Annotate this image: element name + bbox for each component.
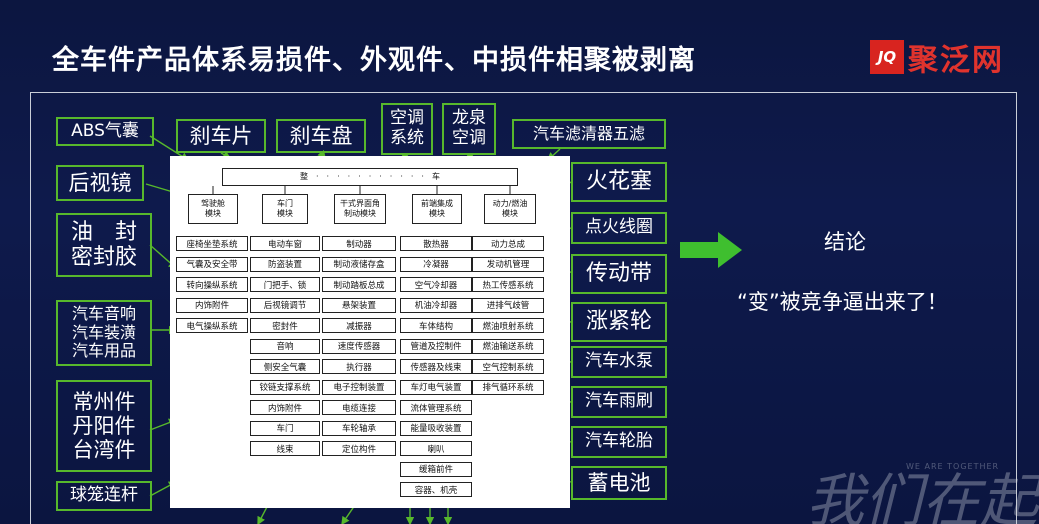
right-box-wiper: 汽车雨刷 <box>571 386 667 418</box>
module-item: 防盗装置 <box>250 256 320 272</box>
module-item: 密封件 <box>250 318 320 333</box>
module-item: 进排气歧管 <box>472 297 544 313</box>
module-item: 减振器 <box>322 318 396 333</box>
module-item: 音响 <box>250 338 320 354</box>
module-item: 后视镜调节 <box>250 297 320 313</box>
module-item: 速度传感器 <box>322 338 396 354</box>
module-header: 前端集成模块 <box>412 194 462 224</box>
top-box-filter: 汽车滤清器五滤 <box>512 119 666 149</box>
module-header: 干式界面角制动模块 <box>334 194 386 224</box>
module-item: 动力总成 <box>472 236 544 251</box>
conclusion-label: 结论 <box>824 230 866 254</box>
right-box-pump: 汽车水泵 <box>571 346 667 378</box>
module-item: 门把手、锁 <box>250 277 320 292</box>
module-item: 定位构件 <box>322 441 396 456</box>
right-box-tensioner: 涨紧轮 <box>571 302 667 342</box>
module-item: 座椅坐垫系统 <box>176 236 248 251</box>
module-item: 散热器 <box>400 236 472 251</box>
module-item: 悬架装置 <box>322 297 396 313</box>
module-item: 缓箱前件 <box>400 461 472 477</box>
module-item: 车轮轴承 <box>322 420 396 436</box>
page-title: 全车件产品体系易损件、外观件、中损件相聚被剥离 <box>52 45 696 76</box>
left-box-balljoint: 球笼连杆 <box>56 481 152 511</box>
module-item: 铰链支撑系统 <box>250 379 320 395</box>
right-box-coil: 点火线圈 <box>571 212 667 244</box>
brand-logo: JQ 聚泛网 <box>870 40 1004 78</box>
left-box-audio: 汽车音响汽车装潢汽车用品 <box>56 300 152 366</box>
module-item: 传感器及线束 <box>400 359 472 374</box>
module-item: 容器、机壳 <box>400 482 472 497</box>
module-item: 机油冷却器 <box>400 297 472 313</box>
right-box-sparkplug: 火花塞 <box>571 162 667 202</box>
watermark-cn: 我们在起 <box>806 467 1039 524</box>
top-box-ac: 空调系统 <box>381 103 433 155</box>
module-item: 流体管理系统 <box>400 400 472 415</box>
top-box-brakedisc: 刹车盘 <box>276 119 366 153</box>
module-header: 驾驶舱模块 <box>188 194 238 224</box>
left-box-abs: ABS气囊 <box>56 117 154 146</box>
module-item: 侧安全气囊 <box>250 359 320 374</box>
module-item: 执行器 <box>322 359 396 374</box>
conclusion-quote: “变”被竞争逼出来了！ <box>737 290 948 314</box>
module-item: 燃油输送系统 <box>472 338 544 354</box>
module-item: 热工传感系统 <box>472 277 544 292</box>
module-item: 内饰附件 <box>176 297 248 313</box>
module-item: 电子控制装置 <box>322 379 396 395</box>
module-item: 制动踏板总成 <box>322 277 396 292</box>
module-item: 车门 <box>250 420 320 436</box>
module-diagram: 整 · · · · · · · · · · · 车驾驶舱模块座椅坐垫系统气囊及安… <box>170 156 570 508</box>
module-item: 电动车窗 <box>250 236 320 251</box>
module-header: 车门模块 <box>262 194 308 224</box>
module-item: 车体结构 <box>400 318 472 333</box>
right-box-belt: 传动带 <box>571 254 667 294</box>
module-header: 动力/燃油模块 <box>484 194 536 224</box>
module-item: 空气控制系统 <box>472 359 544 374</box>
top-box-brakepad: 刹车片 <box>176 119 266 153</box>
module-item: 线束 <box>250 441 320 456</box>
module-item: 车灯电气装置 <box>400 379 472 395</box>
diagram-root: 整 · · · · · · · · · · · 车 <box>222 168 518 186</box>
module-item: 气囊及安全带 <box>176 256 248 272</box>
right-box-battery: 蓄电池 <box>571 466 667 500</box>
right-arrow-icon <box>680 232 742 268</box>
module-item: 发动机管理 <box>472 256 544 272</box>
module-item: 制动器 <box>322 236 396 251</box>
right-box-tire: 汽车轮胎 <box>571 426 667 458</box>
watermark-en: WE ARE TOGETHER <box>906 462 1000 471</box>
module-item: 转向操纵系统 <box>176 277 248 292</box>
module-item: 冷凝器 <box>400 256 472 272</box>
module-item: 燃油喷射系统 <box>472 318 544 333</box>
left-box-mirror: 后视镜 <box>56 165 144 201</box>
left-box-origin: 常州件丹阳件台湾件 <box>56 380 152 472</box>
module-item: 制动液储存盒 <box>322 256 396 272</box>
top-box-longquan: 龙泉空调 <box>442 103 496 155</box>
module-item: 管道及控制件 <box>400 338 472 354</box>
logo-text: 聚泛网 <box>908 43 1004 78</box>
logo-mark-icon: JQ <box>870 40 904 74</box>
module-item: 空气冷却器 <box>400 277 472 292</box>
module-item: 电气操纵系统 <box>176 318 248 333</box>
module-item: 能量吸收装置 <box>400 420 472 436</box>
module-item: 喇叭 <box>400 441 472 456</box>
left-box-seal: 油 封密封胶 <box>56 213 152 277</box>
module-item: 电缆连接 <box>322 400 396 415</box>
content-frame <box>30 92 1017 524</box>
module-item: 内饰附件 <box>250 400 320 415</box>
module-item: 排气循环系统 <box>472 379 544 395</box>
